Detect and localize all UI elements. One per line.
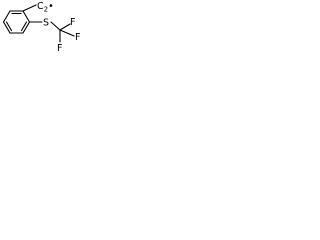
bond-sulfur-to-carbon bbox=[50, 21, 61, 31]
fluorine-right-label: F bbox=[75, 32, 80, 43]
bond-carbon-to-fluorine-right bbox=[59, 29, 75, 37]
molecule-structure-diagram: C2• S F F F bbox=[2, 1, 80, 54]
fluorine-bottom-label: F bbox=[57, 43, 62, 54]
ring-bond-lower-right bbox=[22, 21, 31, 34]
ch2-hydrogen-count: 2 bbox=[44, 6, 48, 14]
ch2-radical-label: C2• bbox=[37, 1, 54, 14]
fluorine-top-label: F bbox=[70, 17, 75, 28]
benzene-ring bbox=[2, 10, 31, 34]
ch2-carbon-symbol: C bbox=[37, 1, 44, 12]
ring-bond-lower-left bbox=[2, 21, 11, 34]
bond-ring-to-ch2 bbox=[22, 4, 37, 12]
ring-bond-upper-right bbox=[22, 10, 31, 23]
ring-double-bond-left bbox=[5, 21, 13, 32]
ring-bond-upper-left bbox=[2, 10, 11, 23]
sulfur-label: S bbox=[43, 18, 49, 29]
ring-double-bond-right bbox=[20, 21, 28, 32]
bond-carbon-to-fluorine-top bbox=[59, 23, 71, 31]
radical-dot: • bbox=[48, 1, 54, 12]
